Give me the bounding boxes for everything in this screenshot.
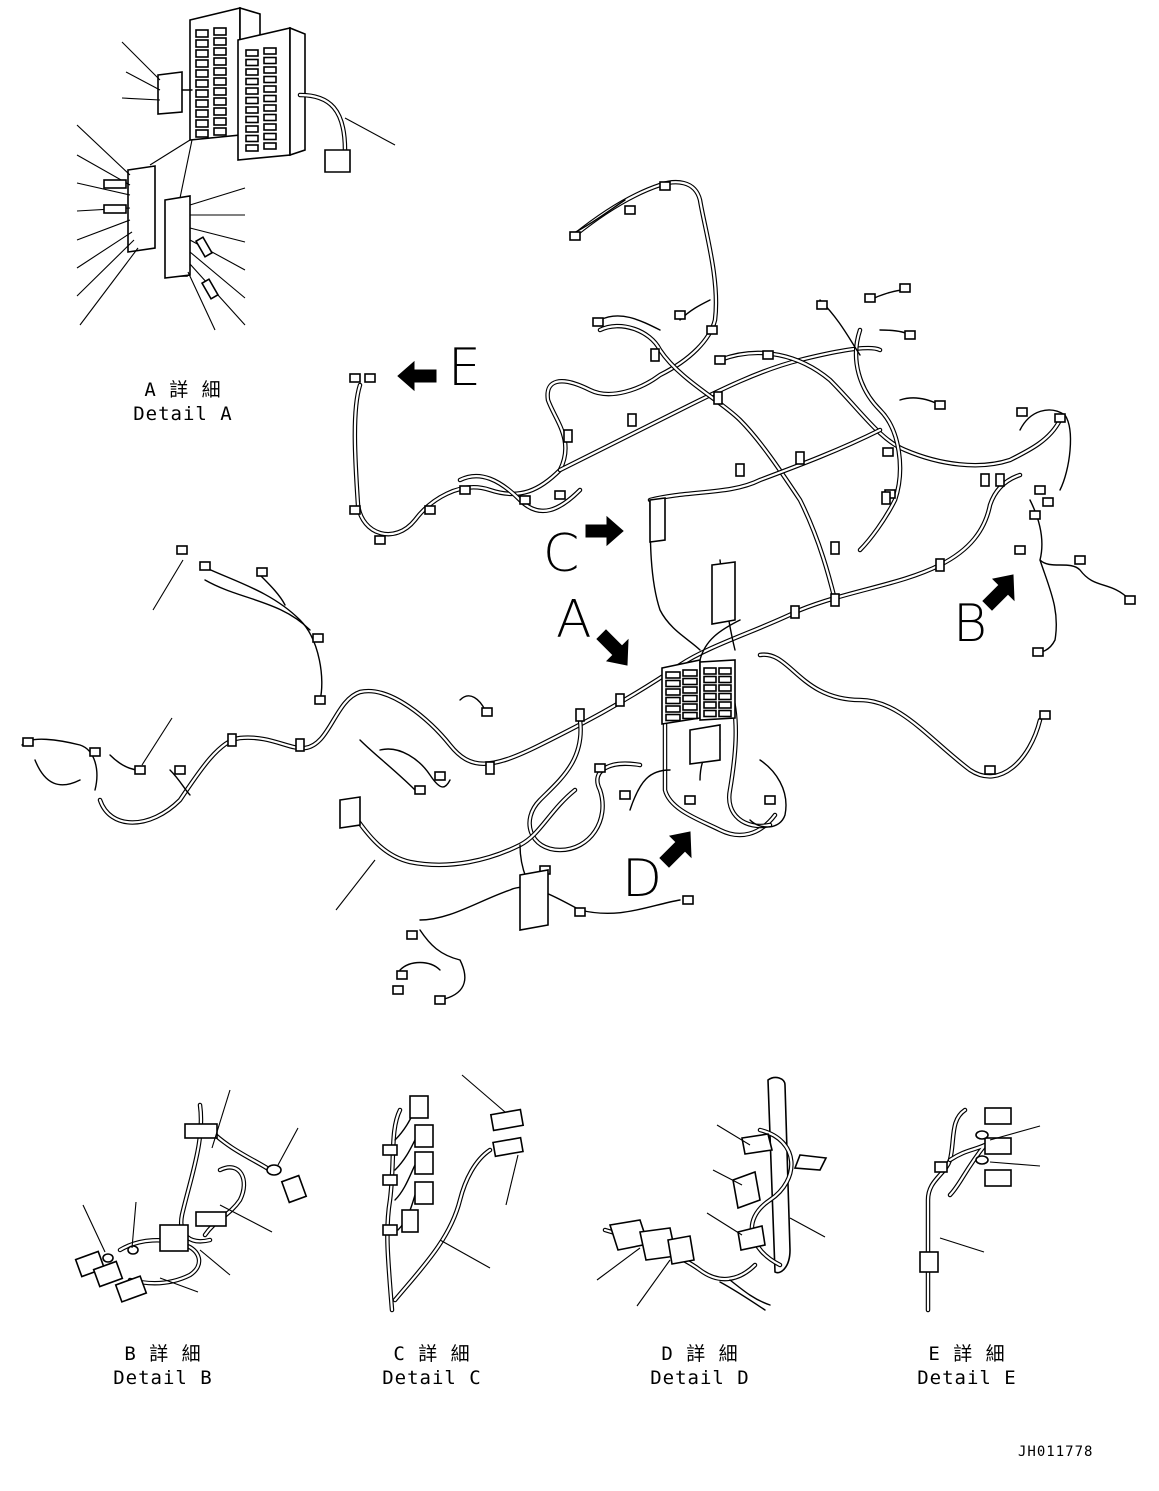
detail-a-caption-jp: A 詳 細 bbox=[144, 379, 222, 401]
connectors bbox=[22, 181, 1136, 1005]
detail-b-caption: B 詳 細 Detail B bbox=[108, 1342, 218, 1390]
detail-a-fuse-box bbox=[76, 6, 396, 331]
detail-d-caption-jp: D 詳 細 bbox=[661, 1343, 739, 1365]
callout-letter-e: E bbox=[448, 338, 481, 398]
detail-d bbox=[596, 1076, 828, 1311]
central-fuse-cluster bbox=[339, 497, 736, 931]
drawing-code: JH011778 bbox=[1018, 1444, 1094, 1460]
callout-arrows bbox=[397, 360, 1015, 868]
detail-e-caption: E 詳 細 Detail E bbox=[912, 1342, 1022, 1390]
detail-d-caption-en: Detail D bbox=[650, 1367, 750, 1389]
detail-e bbox=[919, 1107, 1041, 1313]
detail-a-caption: A 詳 細 Detail A bbox=[128, 378, 238, 426]
detail-b-caption-en: Detail B bbox=[113, 1367, 213, 1389]
detail-d-caption: D 詳 細 Detail D bbox=[645, 1342, 755, 1390]
detail-e-caption-en: Detail E bbox=[917, 1367, 1017, 1389]
callout-letter-a: A bbox=[556, 590, 592, 650]
detail-a-caption-en: Detail A bbox=[133, 403, 233, 425]
detail-c-caption-en: Detail C bbox=[382, 1367, 482, 1389]
main-harness bbox=[97, 180, 1063, 868]
callout-letter-d: D bbox=[622, 849, 662, 909]
detail-e-caption-jp: E 詳 細 bbox=[928, 1343, 1006, 1365]
detail-c-caption-jp: C 詳 細 bbox=[393, 1343, 471, 1365]
callout-letter-b: B bbox=[953, 594, 987, 654]
detail-c bbox=[382, 1074, 525, 1313]
callout-letter-c: C bbox=[543, 524, 579, 584]
detail-b bbox=[74, 1089, 308, 1303]
detail-c-caption: C 詳 細 Detail C bbox=[377, 1342, 487, 1390]
detail-b-caption-jp: B 詳 細 bbox=[124, 1343, 202, 1365]
